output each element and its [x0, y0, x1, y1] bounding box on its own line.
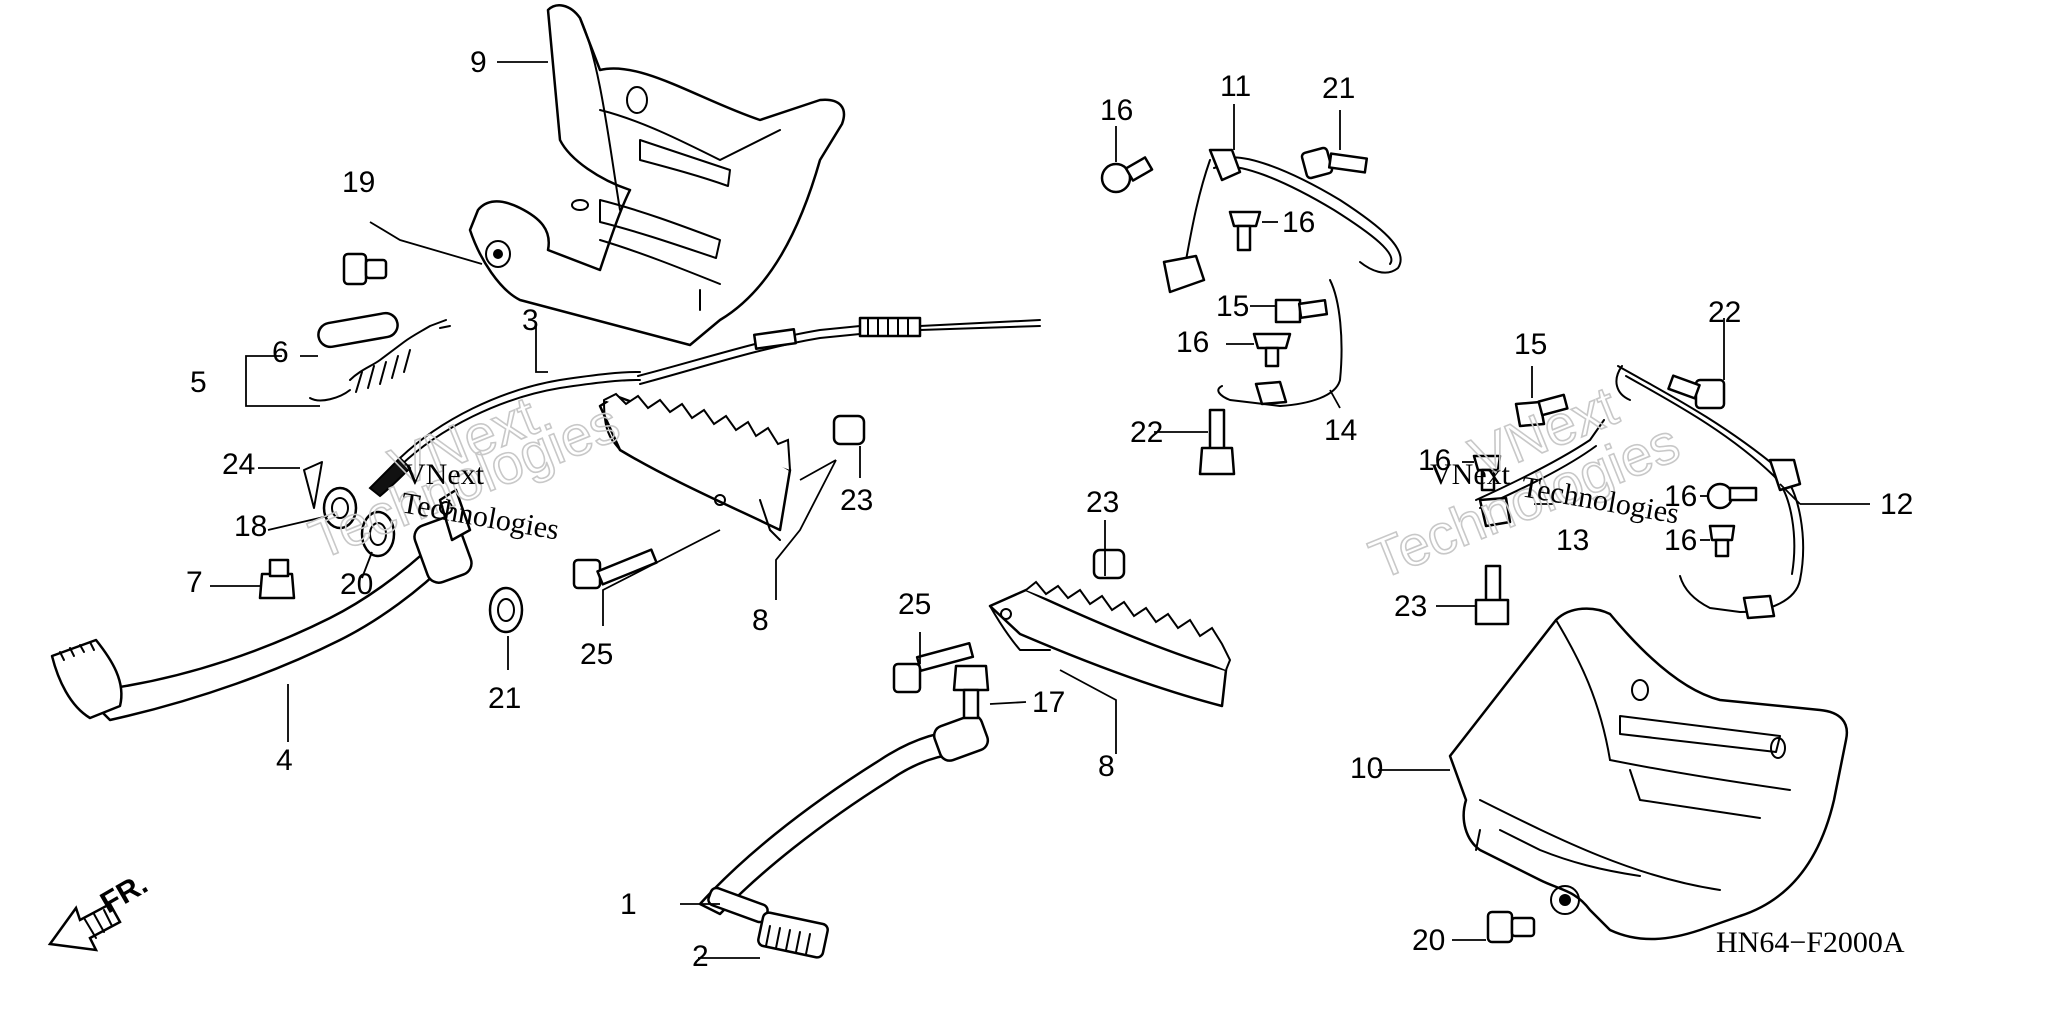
callout-16-top: 16	[1100, 94, 1133, 127]
callout-15-right: 15	[1514, 328, 1547, 361]
callout-22-left: 22	[1130, 416, 1163, 449]
footguard-right	[1448, 607, 1849, 941]
callout-21-right: 22	[1708, 296, 1741, 329]
callout-3: 3	[522, 304, 539, 337]
front-arrow-icon	[47, 902, 122, 952]
callout-2: 2	[692, 940, 709, 973]
callout-25-right: 25	[898, 588, 931, 621]
footguard-left	[468, 4, 846, 347]
callout-labels: 9 19 3 6 5 24 18 7 20 21 4 25 8 23 23 25…	[186, 46, 1913, 973]
stay-12	[1615, 365, 1805, 620]
callout-19-upper: 19	[342, 166, 375, 199]
front-direction-indicator: FR.	[47, 867, 153, 952]
callout-8-right: 8	[1098, 750, 1115, 783]
callout-4: 4	[276, 744, 293, 777]
leader-lines	[210, 61, 1870, 959]
callout-11: 11	[1220, 70, 1251, 103]
callout-25-left: 25	[580, 638, 613, 671]
brake-pedal	[50, 488, 473, 722]
callout-8-left: 8	[752, 604, 769, 637]
callout-21-top: 21	[1322, 72, 1355, 105]
callout-16-r3: 16	[1664, 524, 1697, 557]
callout-24: 24	[222, 448, 255, 481]
callout-23-right: 23	[1086, 486, 1119, 519]
callout-13: 13	[1556, 524, 1589, 557]
callout-20-upper: 20	[340, 568, 373, 601]
footpeg-left	[598, 392, 792, 541]
callout-16-mid: 16	[1282, 206, 1315, 239]
callout-23-left: 23	[840, 484, 873, 517]
shift-pedal	[698, 714, 990, 959]
callout-9: 9	[470, 46, 487, 79]
watermark: VNext Technologies Technologies VNext VN…	[300, 373, 1688, 592]
callout-10: 10	[1350, 752, 1383, 785]
watermark-brand-left-small: VNext	[404, 458, 485, 491]
callout-16-low: 16	[1176, 326, 1209, 359]
fasteners	[258, 146, 1758, 944]
callout-19-lower: 20	[1412, 924, 1445, 957]
callout-16-r2: 16	[1664, 480, 1697, 513]
drawing-code: HN64−F2000A	[1716, 926, 1905, 959]
brake-cable	[368, 316, 1041, 498]
return-spring	[309, 311, 451, 402]
callout-15-left: 15	[1216, 290, 1249, 323]
callout-16-r1: 16	[1418, 444, 1451, 477]
callout-12: 12	[1880, 488, 1913, 521]
front-arrow-hatch-icon	[83, 909, 113, 939]
callout-1: 1	[620, 888, 637, 921]
footpeg-right	[988, 580, 1232, 708]
callout-22-right: 23	[1394, 590, 1427, 623]
callout-7: 7	[186, 566, 203, 599]
callout-5: 5	[190, 366, 207, 399]
callout-17: 17	[1032, 686, 1065, 719]
stay-11	[1162, 148, 1402, 294]
callout-14: 14	[1324, 414, 1357, 447]
stay-13	[1475, 419, 1605, 528]
callout-20-lower: 21	[488, 682, 521, 715]
stay-14	[1217, 279, 1343, 407]
watermark-brand-right-small: VNext	[1430, 458, 1511, 491]
callout-6: 6	[272, 336, 289, 369]
callout-18: 18	[234, 510, 267, 543]
